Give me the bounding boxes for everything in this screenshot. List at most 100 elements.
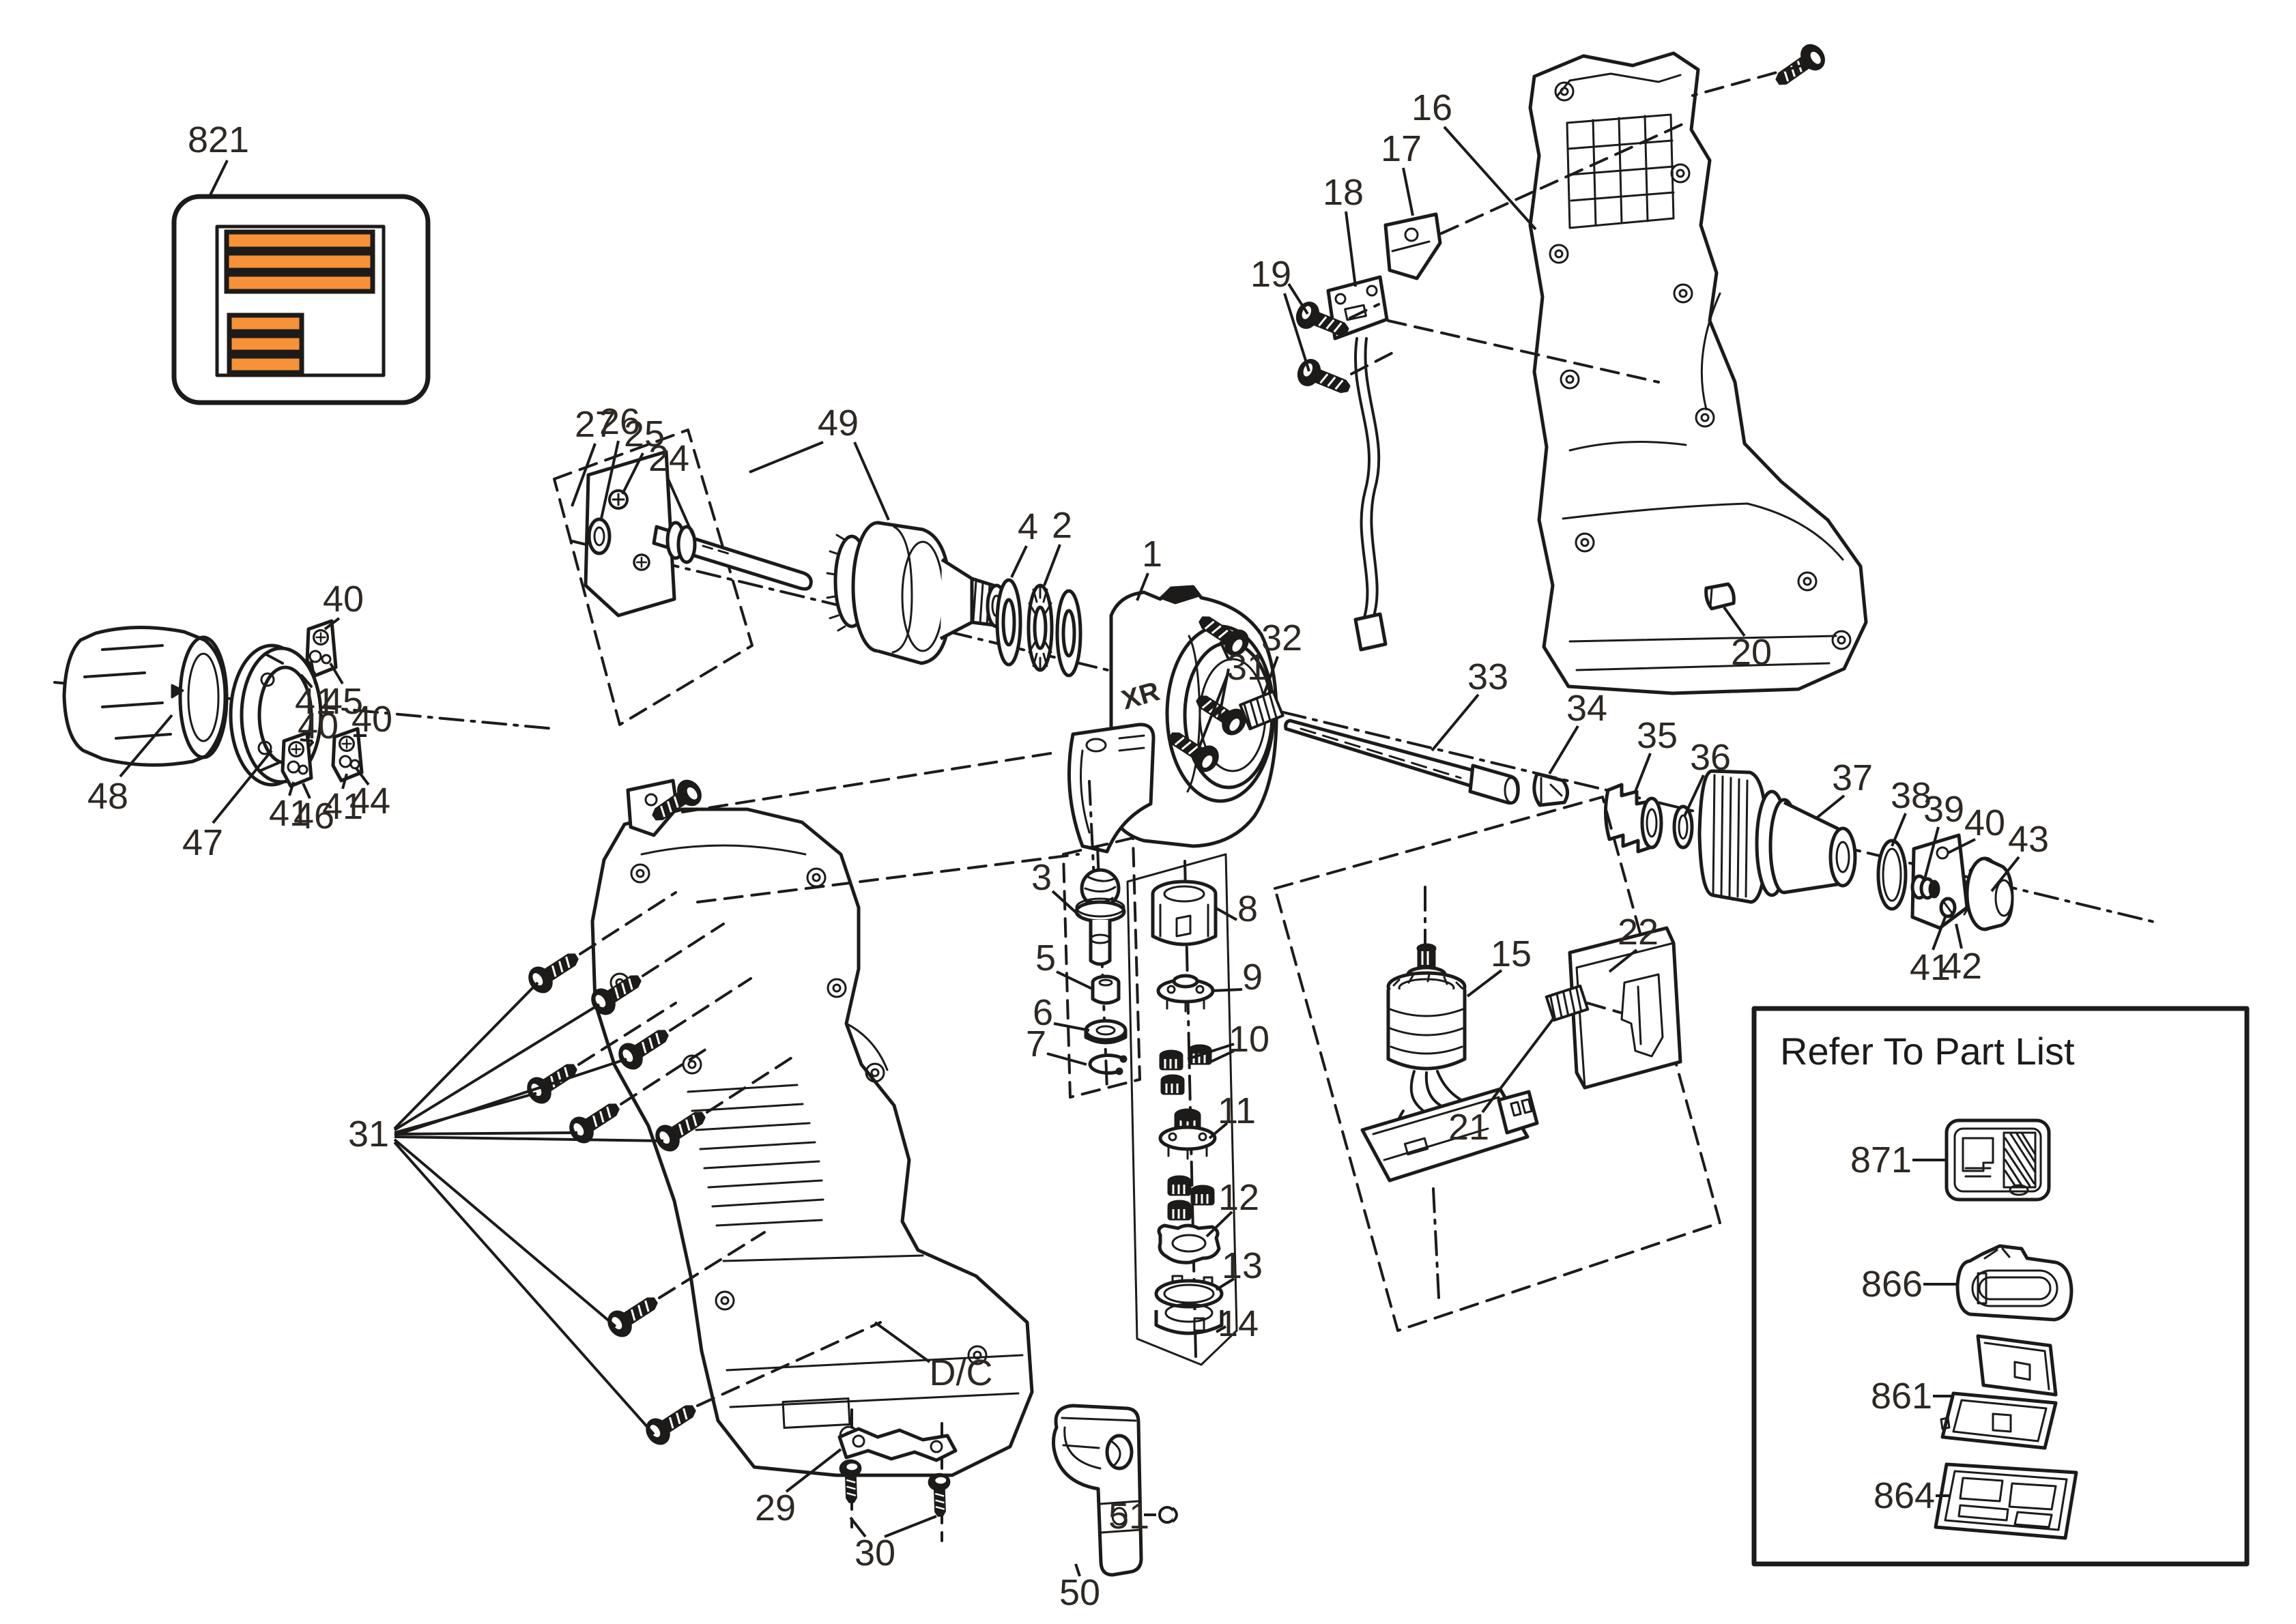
part-number-44: 44 bbox=[349, 781, 390, 822]
leader-line bbox=[621, 452, 644, 495]
leader-line bbox=[1283, 293, 1310, 372]
part-number-50: 50 bbox=[1059, 1572, 1100, 1613]
leader-line bbox=[1053, 1022, 1090, 1032]
leader-line bbox=[1683, 774, 1705, 817]
part-number-33: 33 bbox=[1467, 656, 1508, 697]
leader-line bbox=[393, 1003, 601, 1131]
charger-871 bbox=[1945, 1118, 2051, 1202]
leader-line bbox=[1947, 838, 1976, 854]
motor-box-dashed bbox=[1274, 796, 1721, 1332]
chuck-cap-48 bbox=[62, 626, 229, 767]
motor-pcb bbox=[1360, 1087, 1539, 1183]
leader-line bbox=[1194, 675, 1229, 757]
leader-line bbox=[1402, 167, 1414, 216]
part-number-4: 4 bbox=[1018, 506, 1038, 547]
spring-21 bbox=[1545, 984, 1590, 1022]
leader-line bbox=[1287, 282, 1309, 315]
part-number-41: 41 bbox=[1910, 947, 1951, 988]
part-number-40: 40 bbox=[351, 699, 392, 740]
part-number-D-C: D/C bbox=[930, 1352, 993, 1393]
leader-line bbox=[1219, 641, 1230, 660]
leader-line bbox=[600, 440, 620, 519]
assembly-lines-right bbox=[1349, 64, 1803, 383]
part-number-14: 14 bbox=[1218, 1303, 1259, 1344]
leader-line bbox=[571, 443, 597, 507]
leader-line bbox=[1891, 813, 1907, 847]
part-number-48: 48 bbox=[87, 776, 128, 817]
leader-line bbox=[393, 981, 539, 1130]
rivet-51 bbox=[1158, 1506, 1178, 1524]
housing-left bbox=[590, 775, 1034, 1477]
part-number-36: 36 bbox=[1690, 737, 1731, 778]
screws-31-left bbox=[522, 891, 882, 1449]
part-number-9: 9 bbox=[1242, 957, 1263, 998]
part-number-11: 11 bbox=[1218, 1090, 1256, 1131]
leader-line bbox=[212, 749, 273, 824]
part-number-41: 41 bbox=[322, 786, 363, 827]
leader-line bbox=[884, 1515, 937, 1538]
part-number-864: 864 bbox=[1874, 1475, 1935, 1516]
part-number-17: 17 bbox=[1381, 128, 1422, 169]
sub-box-3-7 bbox=[1062, 837, 1141, 1099]
motor-15 bbox=[1360, 943, 1539, 1183]
leader-line bbox=[1955, 923, 1963, 949]
spring-32 bbox=[1239, 690, 1285, 731]
detent-plate-39-42 bbox=[1910, 833, 1969, 930]
leader-line bbox=[341, 773, 348, 789]
part-number-821: 821 bbox=[188, 119, 249, 160]
leader-line bbox=[1723, 606, 1746, 637]
leader-line bbox=[1215, 1277, 1235, 1291]
belt-clip-50 bbox=[1052, 1404, 1143, 1577]
vent-grid bbox=[1566, 113, 1675, 229]
leader-line bbox=[849, 1516, 867, 1538]
part-number-6: 6 bbox=[1033, 992, 1053, 1033]
part-number-12: 12 bbox=[1218, 1177, 1259, 1218]
part-number-25: 25 bbox=[624, 414, 665, 454]
gear-column-8-14 bbox=[1126, 853, 1238, 1366]
part-number-45: 45 bbox=[322, 681, 363, 722]
leader-line bbox=[1136, 572, 1149, 601]
leader-line bbox=[1443, 126, 1537, 231]
part-number-46: 46 bbox=[293, 796, 334, 837]
leader-line bbox=[749, 441, 824, 474]
detent-plate-40-b bbox=[281, 731, 313, 788]
part-number-41: 41 bbox=[295, 681, 336, 722]
ring-13 bbox=[1154, 1275, 1224, 1309]
planet-gears-10b bbox=[1167, 1175, 1215, 1221]
part-number-18: 18 bbox=[1323, 172, 1364, 213]
part-number-27: 27 bbox=[575, 404, 616, 445]
leader-line bbox=[1345, 211, 1357, 287]
part-number-10: 10 bbox=[1229, 1019, 1269, 1060]
pin-24 bbox=[652, 521, 813, 591]
coupler-35 bbox=[1603, 783, 1663, 854]
part-number-40: 40 bbox=[1964, 802, 2005, 843]
part-number-43: 43 bbox=[2008, 819, 2049, 860]
leader-line bbox=[1210, 1049, 1235, 1063]
leader-line bbox=[1932, 916, 1947, 951]
part-number-15: 15 bbox=[1491, 933, 1532, 974]
clip-34 bbox=[1532, 772, 1569, 807]
part-number-20: 20 bbox=[1731, 632, 1772, 673]
detent-plate-40-c bbox=[331, 727, 364, 783]
part-number-51: 51 bbox=[1108, 1496, 1149, 1537]
leader-line bbox=[324, 617, 341, 630]
leader-line bbox=[853, 441, 890, 521]
part-number-39: 39 bbox=[1923, 789, 1964, 830]
leader-line bbox=[666, 477, 695, 537]
cap-43 bbox=[1963, 856, 2014, 931]
part-number-34: 34 bbox=[1566, 688, 1607, 729]
leader-line bbox=[1205, 1210, 1233, 1238]
part-number-31: 31 bbox=[348, 1114, 389, 1155]
part-number-35: 35 bbox=[1637, 715, 1678, 756]
washer-2b bbox=[1057, 591, 1080, 676]
part-number-22: 22 bbox=[1618, 912, 1659, 953]
part-number-2: 2 bbox=[1052, 505, 1072, 546]
label-stripes-narrow bbox=[227, 313, 304, 375]
screw-paths-dashed bbox=[577, 891, 882, 1407]
ring-gear-8 bbox=[1151, 880, 1218, 946]
leader-line bbox=[394, 1058, 627, 1137]
detent-plate-40-a bbox=[305, 619, 338, 678]
refer-part-list-box: Refer To Part List bbox=[1751, 1006, 2250, 1567]
